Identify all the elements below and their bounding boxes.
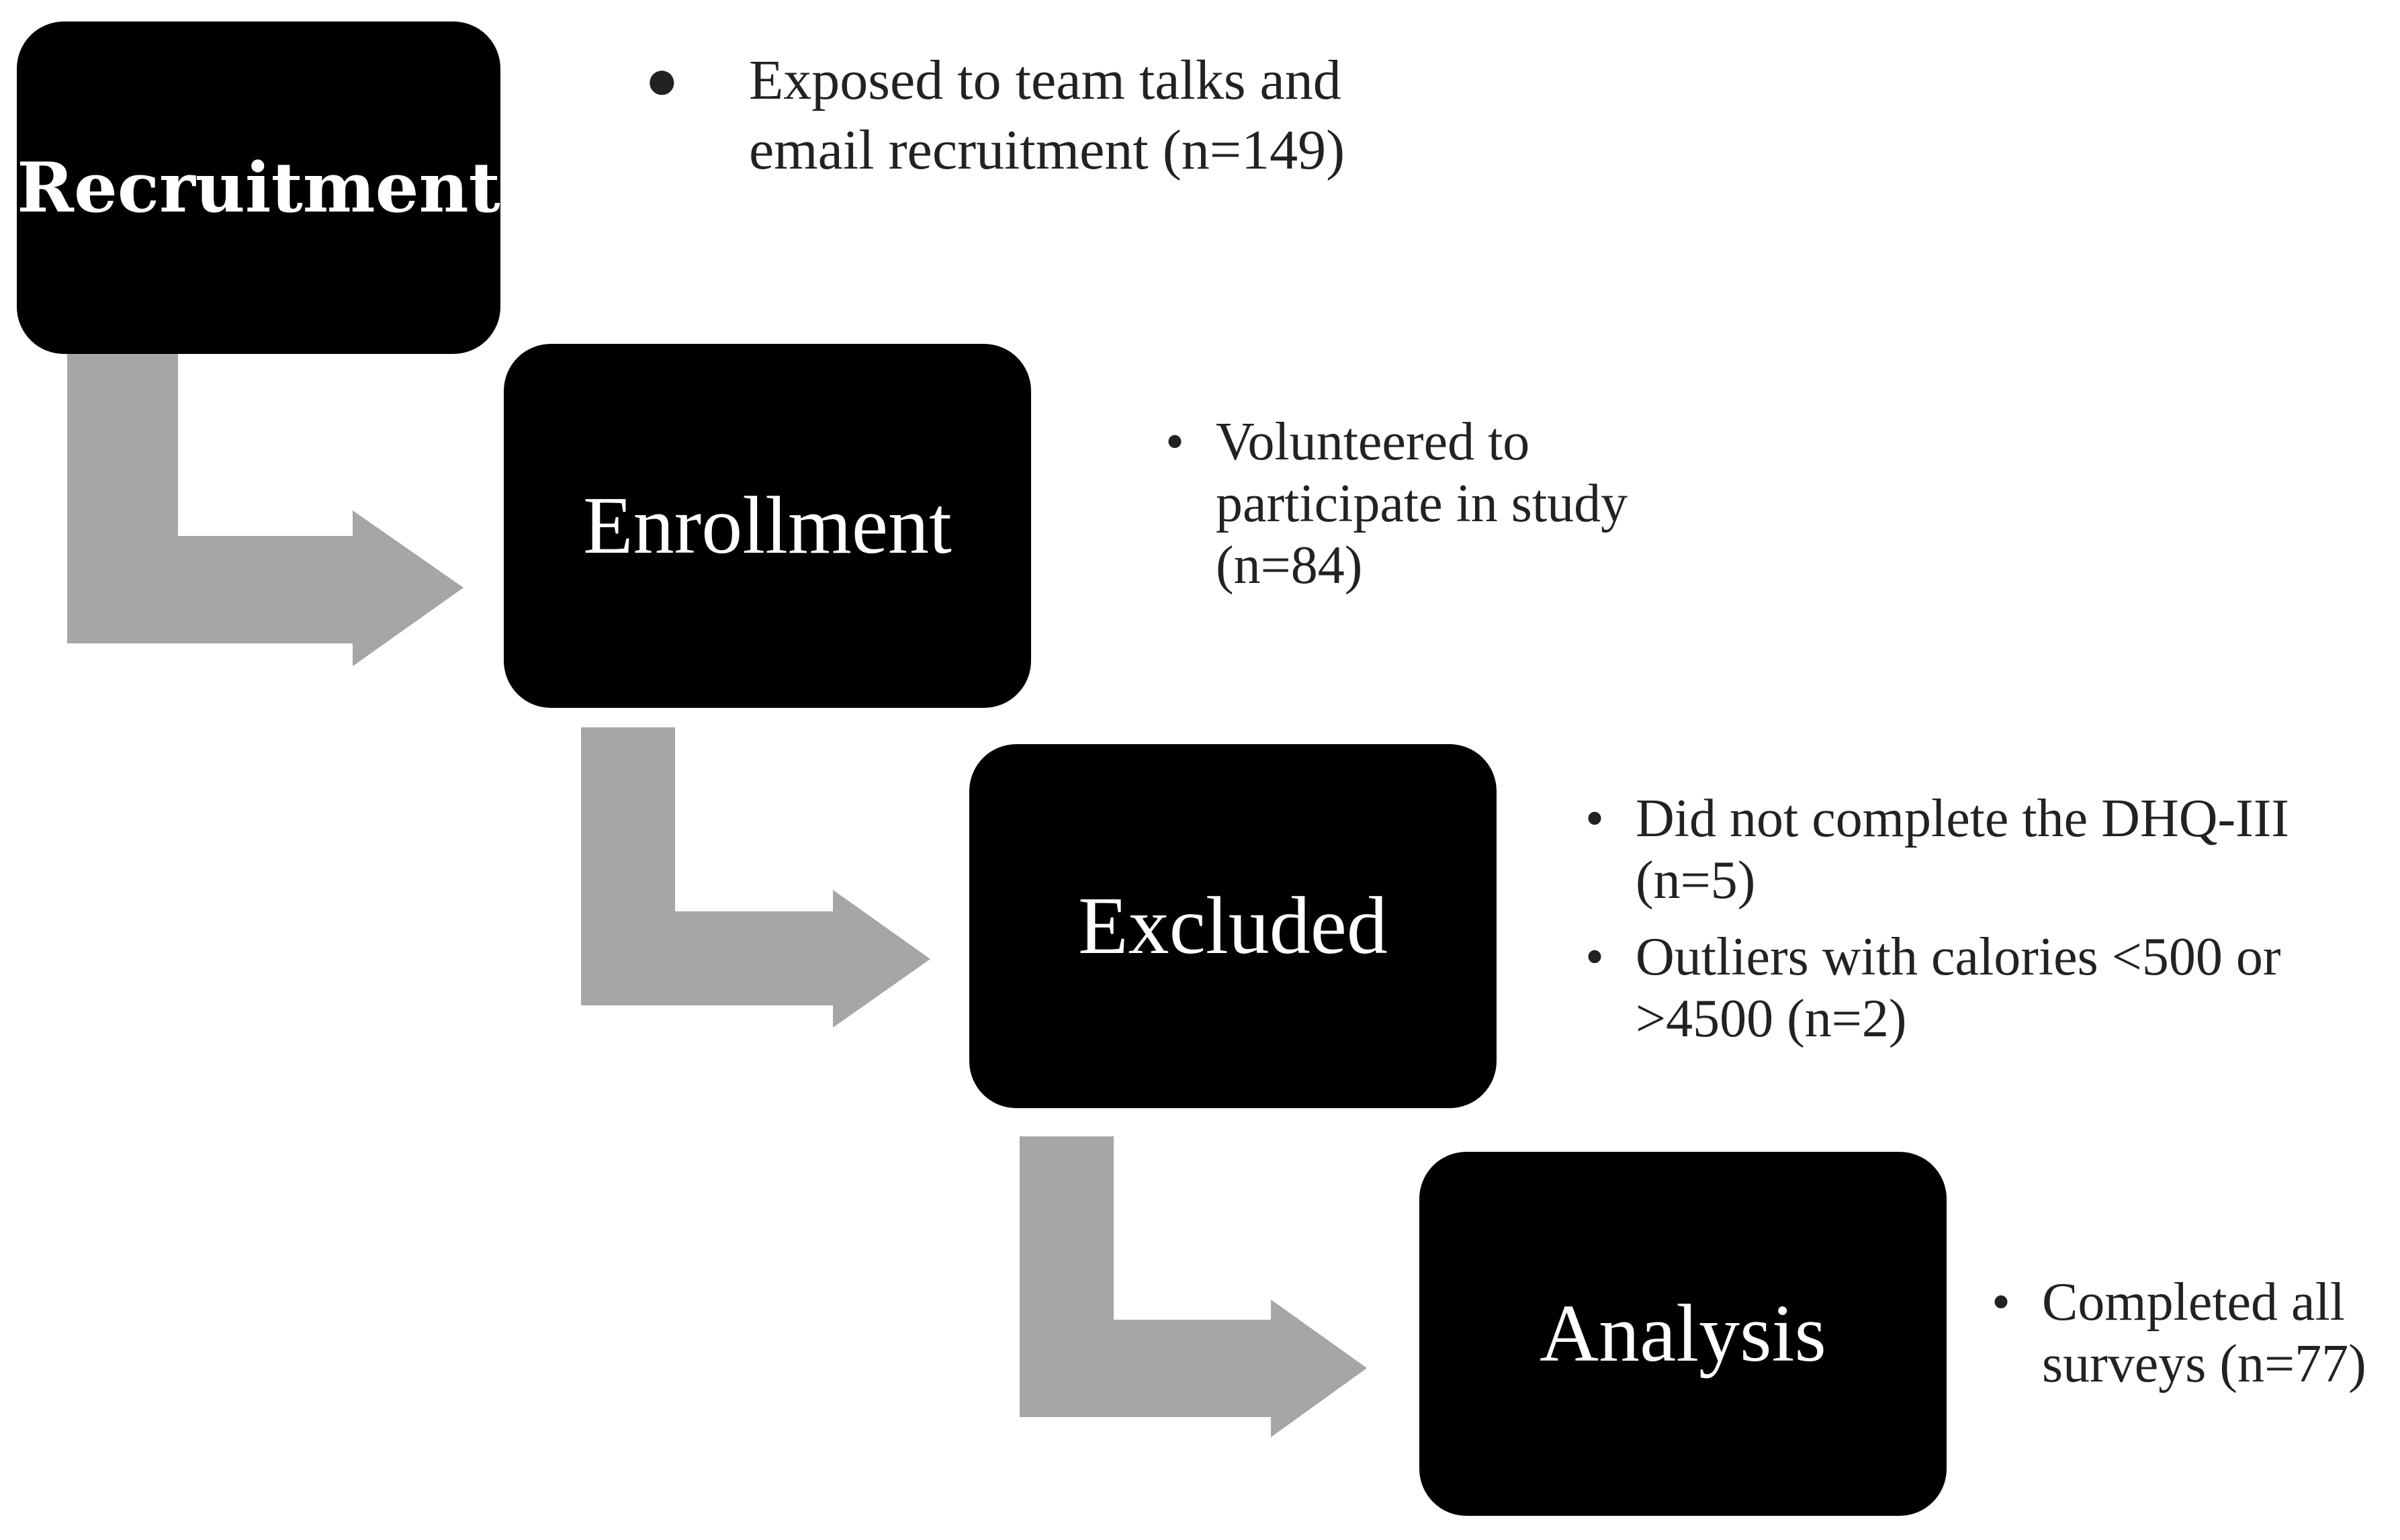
stage-box-recruitment: Recruitment [17, 21, 500, 354]
arrow-recruitment-to-enrollment [67, 316, 463, 666]
recruitment-bullet-list: ● Exposed to team talks and email recrui… [641, 46, 1421, 200]
bullet-text: Did not complete the DHQ-III (n=5) [1636, 789, 2290, 910]
bullet-item: • Completed all surveys (n=77) [1992, 1271, 2400, 1395]
bullet-text: Completed all surveys (n=77) [2042, 1273, 2366, 1394]
analysis-bullet-list: • Completed all surveys (n=77) [1992, 1271, 2400, 1410]
bullet-dot-icon: • [1165, 412, 1185, 471]
bullet-item: ● Exposed to team talks and email recrui… [641, 46, 1421, 185]
bullet-item: • Did not complete the DHQ-III (n=5) [1585, 788, 2358, 911]
stage-box-enrollment: Enrollment [504, 344, 1031, 708]
enrollment-bullet-list: • Volunteered to participate in study (n… [1165, 411, 1703, 611]
bullet-dot-icon: • [1585, 927, 1605, 987]
bullet-dot-icon: ● [645, 49, 679, 111]
bullet-item: • Outliers with calories <500 or >4500 (… [1585, 926, 2358, 1050]
arrow-excluded-to-analysis [1020, 1136, 1367, 1437]
bullet-text: Exposed to team talks and email recruitm… [749, 49, 1345, 181]
bullet-dot-icon: • [1992, 1273, 2011, 1332]
bullet-text: Outliers with calories <500 or >4500 (n=… [1636, 927, 2281, 1048]
bullet-dot-icon: • [1585, 789, 1605, 848]
arrow-enrollment-to-excluded [581, 727, 930, 1028]
bullet-text: Volunteered to participate in study (n=8… [1216, 412, 1628, 595]
excluded-bullet-list: • Did not complete the DHQ-III (n=5) • O… [1585, 788, 2358, 1065]
bullet-item: • Volunteered to participate in study (n… [1165, 411, 1703, 596]
stage-box-analysis: Analysis [1419, 1152, 1947, 1516]
stage-box-excluded: Excluded [969, 744, 1497, 1108]
